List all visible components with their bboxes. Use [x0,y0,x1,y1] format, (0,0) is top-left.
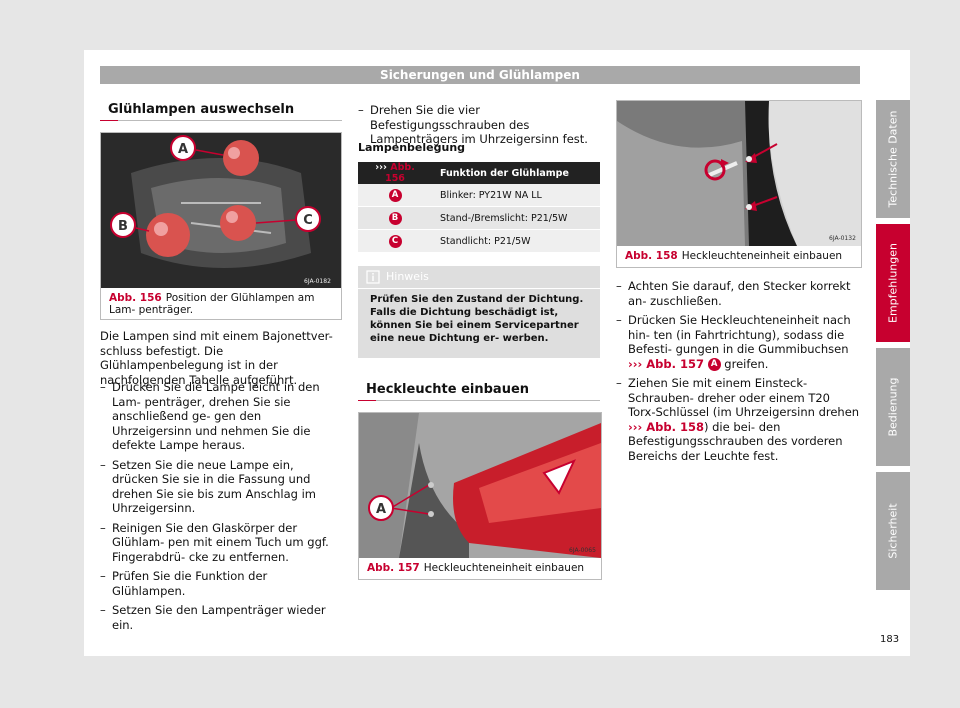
callout-a: A [376,502,386,517]
table-row: B Stand-/Bremslicht: P21/5W [358,206,600,230]
figure-caption-text: Heckleuchteneinheit einbauen [423,562,585,574]
note-box: Hinweis Prüfen Sie den Zustand der Dicht… [358,266,600,358]
lamp-table: ››› Abb. 156 Funktion der Glühlampe A Bl… [358,162,600,253]
lamp-carrier-illustration: A B C [101,133,341,288]
note-title: Hinweis [386,270,429,283]
step-item: Setzen Sie den Lampenträger wieder ein. [100,603,342,632]
arrow-icon: ››› [628,419,643,434]
figure-code: 6JA-0065 [569,547,596,554]
tab-technische-daten[interactable]: Technische Daten [876,100,910,218]
info-icon [366,270,380,284]
tab-empfehlungen[interactable]: Empfehlungen [876,224,910,342]
page-number: 183 [880,634,900,645]
arrow-icon: ››› [375,162,387,173]
badge-b: B [388,211,402,225]
figure-code: 6JA-0182 [304,278,331,285]
figure-caption-text: Position der Glühlampen am Lam- penträge… [109,292,315,316]
figure-number: Abb. 157 [367,562,420,574]
intro-paragraph: Die Lampen sind mit einem Bajonettver- s… [100,329,333,387]
badge-a: A [707,357,721,371]
steps-list-middle: Drehen Sie die vier Befestigungsschraube… [358,103,600,152]
title-rule [118,120,342,121]
steps-list-left: Drücken Sie die Lampe leicht in den Lam-… [100,380,342,637]
steps-list-right: Achten Sie darauf, den Stecker korrekt a… [616,279,860,468]
figure-number: Abb. 158 [625,250,678,262]
title-accent-rule [358,400,376,401]
note-text: Prüfen Sie den Zustand der Dichtung. Fal… [370,294,584,344]
section-title-gluehlampen: Glühlampen auswechseln [108,102,295,117]
table-header-row: ››› Abb. 156 Funktion der Glühlampe [358,162,600,184]
callout-a: A [178,142,188,157]
lamp-carrier-image: A B C [101,133,341,288]
row-text: Blinker: PY21W NA LL [432,184,600,207]
tab-sicherheit[interactable]: Sicherheit [876,472,910,590]
page-header: Sicherungen und Glühlampen [100,66,860,84]
row-text: Standlicht: P21/5W [432,229,600,253]
figure-code: 6JA-0132 [829,235,856,242]
step-item: Setzen Sie die neue Lampe ein, drücken S… [100,458,342,516]
tail-light-image: A [359,413,601,558]
badge-c: C [388,234,402,248]
figure-caption-text: Heckleuchteneinheit einbauen [681,250,843,262]
title-rule [376,400,600,401]
trunk-illustration [617,101,861,246]
table-row: C Standlicht: P21/5W [358,229,600,253]
header-func-cell: Funktion der Glühlampe [432,162,600,184]
header-ref-cell: ››› Abb. 156 [358,162,432,184]
section-title-heckleuchte: Heckleuchte einbauen [366,382,530,397]
callout-b: B [118,219,128,234]
step-item: Prüfen Sie die Funktion der Glühlampen. [100,569,342,598]
note-header: Hinweis [358,266,600,289]
callout-c: C [303,213,313,228]
step-item: Reinigen Sie den Glaskörper der Glühlam-… [100,521,342,565]
tab-bedienung[interactable]: Bedienung [876,348,910,466]
title-accent-rule [100,120,118,121]
step-item: Achten Sie darauf, den Stecker korrekt a… [616,279,860,308]
tail-light-illustration: A [359,413,601,558]
row-text: Stand-/Bremslicht: P21/5W [432,206,600,230]
xref-abb-158[interactable]: ››› Abb. 158 [628,419,704,434]
step-item: Drehen Sie die vier Befestigungsschraube… [358,103,600,147]
step-item-mounting: Drücken Sie Heckleuchteneinheit nach hin… [616,313,860,371]
header-ref[interactable]: Abb. 156 [385,162,415,184]
xref-abb-157[interactable]: ››› Abb. 157 [628,356,704,371]
table-row: A Blinker: PY21W NA LL [358,184,600,207]
badge-a: A [388,188,402,202]
table-title: Lampenbelegung [358,141,466,154]
step-item: Drücken Sie die Lampe leicht in den Lam-… [100,380,342,453]
trunk-image [617,101,861,246]
figure-number: Abb. 156 [109,292,162,304]
step-item-screws: Ziehen Sie mit einem Einsteck-Schrauben-… [616,376,860,463]
arrow-icon: ››› [628,356,643,371]
